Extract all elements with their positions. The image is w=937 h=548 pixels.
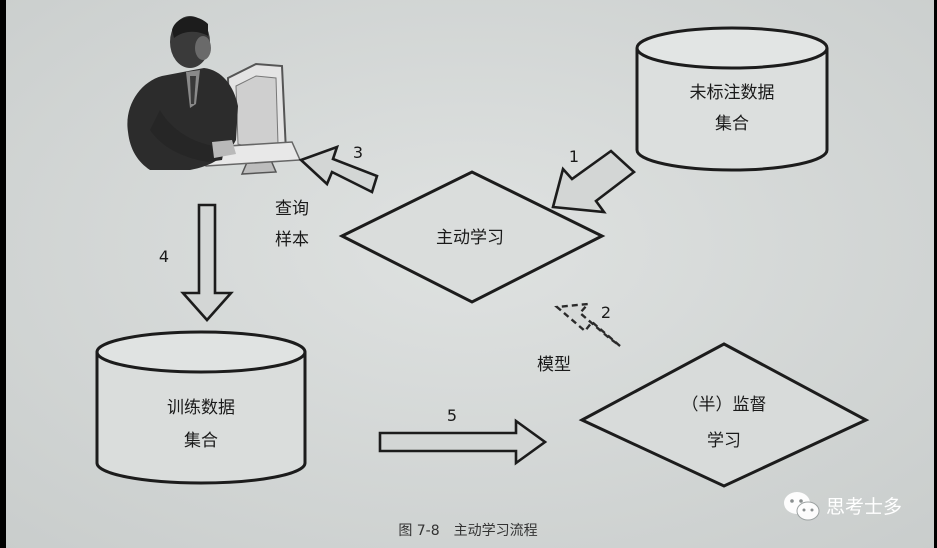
unlabeled-dataset-cylinder: 未标注数据 集合: [635, 26, 829, 172]
arrow-step-3: 3 查询 样本: [275, 143, 379, 250]
user-at-computer-illustration: [127, 16, 302, 175]
watermark-text: 思考士多: [826, 496, 902, 518]
arrow-step-1: 1: [551, 147, 637, 214]
step-3-number: 3: [353, 143, 363, 162]
arrow-step-2: 2 模型: [537, 302, 621, 375]
step-2-number: 2: [601, 303, 611, 322]
wechat-icon: [784, 492, 820, 521]
supervised-learning-diamond: （半）监督 学习: [578, 342, 870, 488]
arrow-step-5: 5: [378, 406, 548, 466]
step-1-number: 1: [569, 147, 579, 166]
training-dataset-label-line1: 训练数据: [167, 398, 235, 418]
step-5-number: 5: [447, 406, 457, 425]
training-dataset-label-line2: 集合: [184, 431, 218, 451]
unlabeled-dataset-label-line1: 未标注数据: [690, 83, 775, 103]
step-4-number: 4: [159, 247, 169, 266]
training-dataset-cylinder: 训练数据 集合: [95, 330, 307, 485]
query-samples-label-line2: 样本: [275, 230, 309, 250]
figure-caption: 图 7-8 主动学习流程: [398, 523, 537, 539]
arrow-step-4: 4: [159, 203, 234, 322]
watermark: 思考士多: [784, 492, 902, 521]
supervised-learning-label-line2: 学习: [707, 431, 741, 451]
unlabeled-dataset-label-line2: 集合: [715, 114, 749, 134]
active-learning-label: 主动学习: [436, 228, 504, 248]
query-samples-label-line1: 查询: [275, 199, 309, 219]
model-label: 模型: [537, 355, 571, 375]
active-learning-diamond: 主动学习: [338, 170, 606, 304]
supervised-learning-label-line1: （半）监督: [682, 395, 767, 415]
